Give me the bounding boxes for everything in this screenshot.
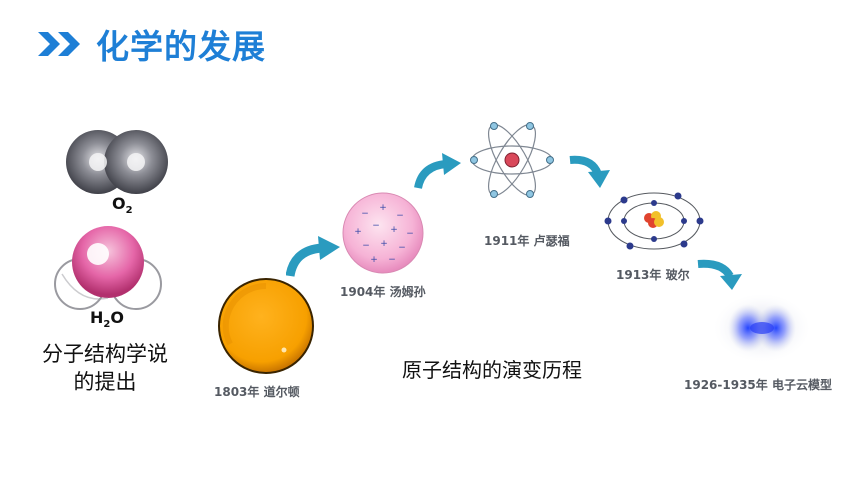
- svg-text:−: −: [396, 211, 404, 221]
- nuclear-atom-icon: [470, 122, 554, 198]
- curved-arrow-icon: [286, 236, 340, 277]
- curved-arrow-icon: [414, 153, 461, 189]
- timeline-heading: 原子结构的演变历程: [402, 358, 582, 382]
- svg-text:+: +: [379, 203, 387, 213]
- bohr-label: 1913年 玻尔: [616, 268, 690, 282]
- h2o-formula: H2O: [90, 308, 124, 331]
- electron-cloud-icon: [714, 294, 810, 362]
- svg-text:+: +: [380, 239, 388, 249]
- curved-arrow-icon: [569, 155, 610, 188]
- svg-text:−: −: [362, 241, 370, 251]
- water-molecule-icon: [54, 226, 162, 310]
- svg-text:−: −: [406, 229, 414, 239]
- electron-cloud-label: 1926-1935年 电子云模型: [684, 378, 832, 392]
- bohr-atom-icon: [604, 192, 704, 250]
- solid-sphere-atom-icon: [218, 278, 314, 374]
- svg-text:−: −: [372, 221, 380, 231]
- plum-pudding-atom-icon: −+− +−+− −+− +−: [342, 192, 424, 274]
- svg-text:+: +: [390, 225, 398, 235]
- molecular-theory-caption: 分子结构学说 的提出: [42, 342, 168, 394]
- svg-text:+: +: [370, 255, 378, 265]
- svg-text:+: +: [354, 227, 362, 237]
- oxygen-molecule-icon: [66, 130, 168, 194]
- svg-text:−: −: [388, 255, 396, 265]
- curved-arrow-icon: [697, 259, 742, 290]
- o2-formula: O2: [112, 194, 133, 217]
- page-title: 化学的发展: [96, 27, 266, 66]
- page-header: 化学的发展: [36, 20, 266, 68]
- double-chevron-right-icon: [38, 32, 80, 56]
- rutherford-label: 1911年 卢瑟福: [484, 234, 570, 248]
- thomson-label: 1904年 汤姆孙: [340, 285, 426, 299]
- dalton-label: 1803年 道尔顿: [214, 385, 300, 399]
- svg-text:−: −: [361, 209, 369, 219]
- svg-text:−: −: [398, 243, 406, 253]
